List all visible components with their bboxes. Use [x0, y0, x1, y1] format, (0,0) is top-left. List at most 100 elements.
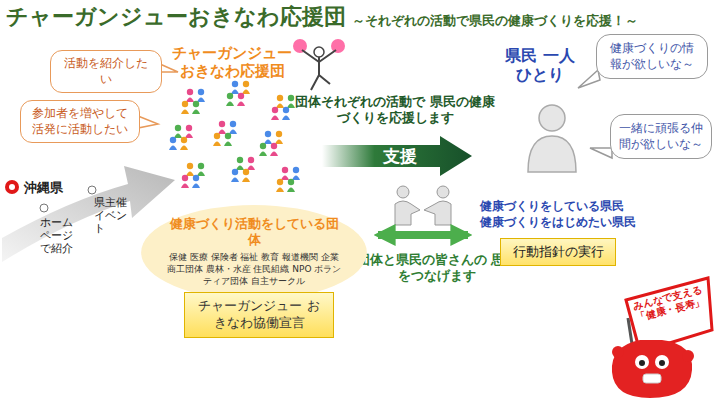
- member-icon: [182, 101, 188, 107]
- group-name: チャーガンジュー おきなわ応援団: [168, 44, 296, 80]
- ellipse-heading: 健康づくり活動をしている団体: [166, 216, 342, 249]
- member-icon: [242, 90, 250, 95]
- member-icon: [243, 81, 249, 87]
- resident-text: 健康づくりをしている県民 健康づくりをはじめたい県民: [480, 198, 636, 230]
- member-icon: [198, 89, 204, 95]
- resident-figure: [528, 105, 576, 172]
- member-icon: [236, 166, 244, 171]
- member-icon: [181, 137, 187, 143]
- connect-note: 団体と県民の皆さんの 思いをつなげます: [352, 252, 522, 283]
- declaration-text: チャーガンジュー おきなわ協働宣言: [193, 298, 325, 332]
- member-icon: [169, 146, 177, 151]
- member-icon: [281, 176, 289, 181]
- member-icon: [288, 179, 294, 185]
- organization-ellipse: 健康づくり活動をしている団体保健 医療 保険者 福祉 教育 報道機関 企業 商工…: [140, 204, 368, 301]
- member-icon: [226, 102, 234, 107]
- connector-arrow: [378, 231, 468, 239]
- member-icon: [170, 137, 176, 143]
- member-icon: [287, 188, 295, 193]
- member-icon: [276, 131, 282, 137]
- member-icon: [259, 152, 267, 157]
- member-icon: [230, 121, 236, 127]
- bubble-text: 健康づくりの情報が欲しいな～: [605, 41, 699, 72]
- support-note: 団体それぞれの活動で 県民の健康づくりを応援します: [290, 94, 500, 125]
- action-text: 行動指針の実行: [500, 238, 616, 266]
- speech-bubble: 参加者を増やして活発に活動したい: [20, 100, 140, 143]
- member-icon: [247, 166, 255, 171]
- arrow-body: [322, 136, 472, 176]
- member-icon: [186, 172, 194, 177]
- bubble-tail: [578, 70, 600, 88]
- member-icon: [197, 98, 205, 103]
- member-icon: [264, 140, 272, 145]
- member-icon: [186, 125, 192, 131]
- member-icon: [271, 143, 277, 149]
- member-icon: [276, 104, 284, 109]
- bubble-text: 一緒に頑張る仲間が欲しいな～: [619, 121, 703, 152]
- member-groups: [169, 81, 300, 192]
- member-icon: [238, 93, 244, 99]
- bubble-text: 参加者を増やして活発に活動したい: [29, 106, 131, 137]
- member-icon: [282, 116, 290, 121]
- member-icon: [248, 157, 254, 163]
- arrow-dot: [40, 204, 48, 212]
- page-title: チャーガンジューおきなわ応援団: [6, 4, 346, 30]
- arrow-note: ホームページで紹介: [40, 216, 78, 256]
- member-icon: [229, 130, 237, 135]
- bubble-text: 活動を紹介したい: [59, 56, 153, 87]
- arrow-text: 支援: [362, 145, 438, 167]
- member-icon: [225, 133, 231, 139]
- member-icon: [192, 184, 200, 189]
- member-icon: [182, 175, 188, 181]
- arrow-dot: [88, 186, 96, 194]
- ellipse-fill: [141, 205, 367, 300]
- member-icon: [292, 176, 300, 181]
- member-icon: [272, 107, 278, 113]
- member-icon: [198, 163, 204, 169]
- member-icon: [219, 121, 225, 127]
- member-icon: [237, 102, 245, 107]
- member-icon: [232, 81, 238, 87]
- member-icon: [175, 125, 181, 131]
- member-icon: [186, 98, 194, 103]
- arrow-note: 県主催イベント: [94, 196, 132, 236]
- member-icon: [180, 146, 188, 151]
- bubble-tail: [138, 116, 158, 128]
- member-icon: [271, 116, 279, 121]
- mascot-figure: [612, 278, 712, 398]
- member-icon: [174, 134, 182, 139]
- member-icon: [277, 179, 283, 185]
- member-icon: [287, 104, 295, 109]
- member-icon: [181, 110, 189, 115]
- subtitle: ～それぞれの活動で県民の健康づくりを応援！～: [352, 13, 714, 28]
- member-icon: [193, 175, 199, 181]
- member-icon: [237, 157, 243, 163]
- declaration-box: チャーガンジュー おきなわ協働宣言: [184, 292, 334, 338]
- member-list: 保健 医療 保険者 福祉 教育 報道機関 企業 商工団体 農林・水産 住民組織 …: [166, 251, 342, 287]
- member-icon: [192, 110, 200, 115]
- member-icon: [293, 167, 299, 173]
- support-arrow: 支援: [322, 136, 472, 176]
- prefecture-logo: [9, 184, 15, 190]
- member-icon: [218, 130, 226, 135]
- member-icon: [288, 95, 294, 101]
- cheerleader-figure: [293, 39, 345, 90]
- speech-bubble: 一緒に頑張る仲間が欲しいな～: [610, 114, 712, 159]
- member-icon: [276, 188, 284, 193]
- member-icon: [214, 133, 220, 139]
- member-icon: [187, 89, 193, 95]
- prefecture-name: 沖縄県: [24, 180, 84, 196]
- member-icon: [187, 163, 193, 169]
- member-icon: [185, 134, 193, 139]
- member-icon: [275, 140, 283, 145]
- member-icon: [197, 172, 205, 177]
- member-icon: [283, 107, 289, 113]
- member-icon: [265, 131, 271, 137]
- member-icon: [224, 142, 232, 147]
- bubble-tail: [160, 64, 178, 72]
- member-icon: [277, 95, 283, 101]
- speech-bubble: 健康づくりの情報が欲しいな～: [596, 34, 708, 79]
- prefecture-logo: [5, 180, 19, 194]
- member-icon: [231, 90, 239, 95]
